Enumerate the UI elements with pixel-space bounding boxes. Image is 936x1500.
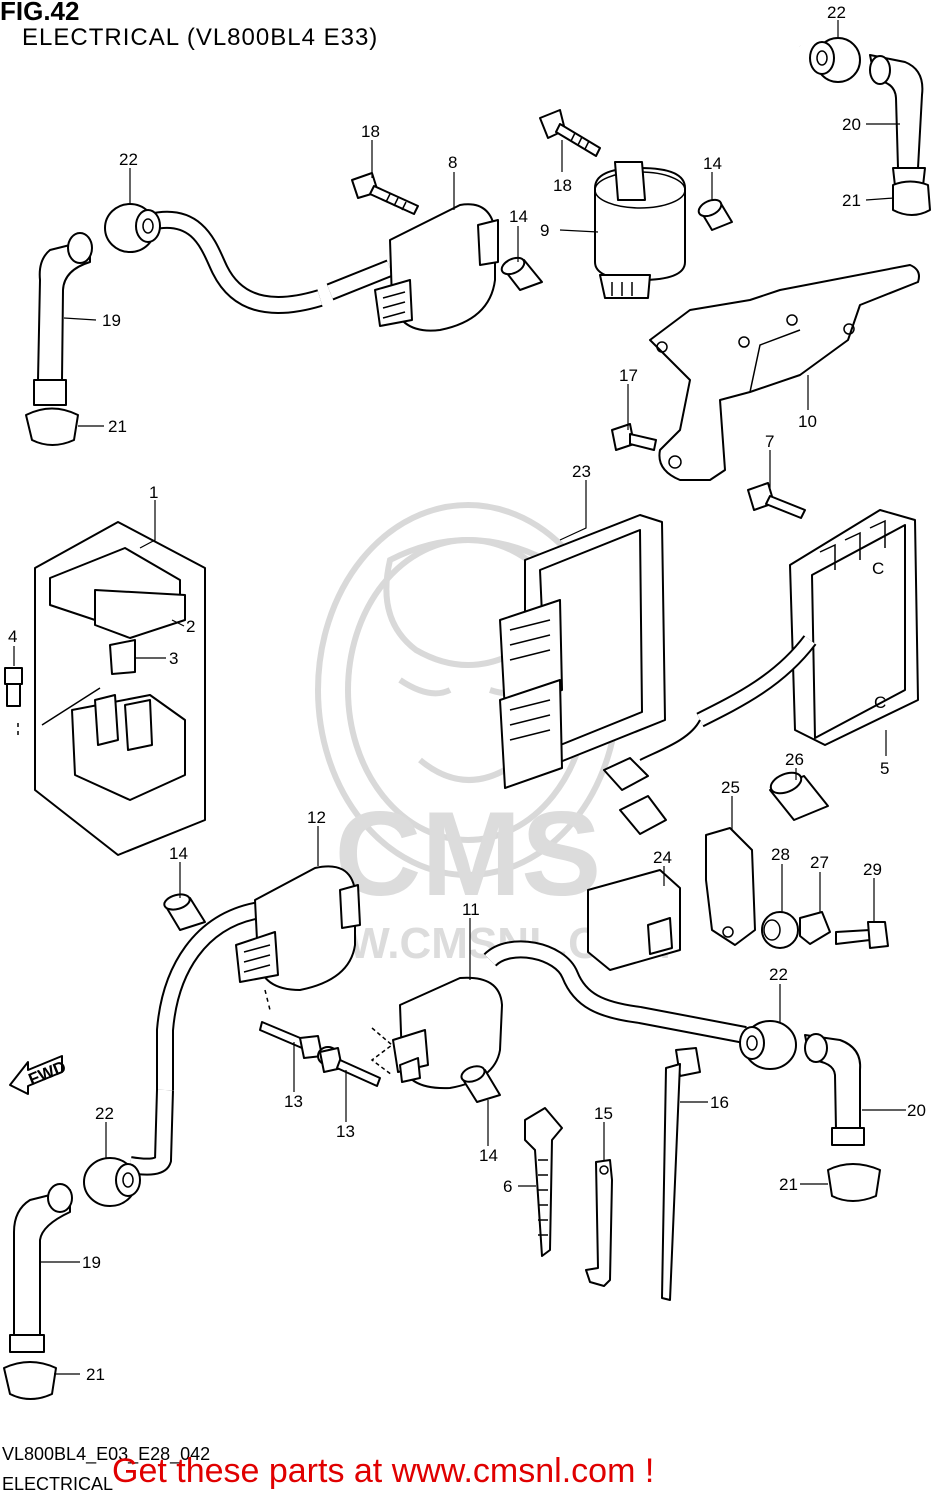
clamp-15 [585,1159,613,1287]
callout: 2 [186,617,195,636]
bolt-13-b [319,1047,381,1087]
callout: 12 [307,808,326,827]
bolt-29 [835,921,889,949]
ignition-coil-12 [128,865,361,1176]
bolt-17 [611,423,657,451]
callout: 22 [95,1104,114,1123]
callout: 14 [479,1146,498,1165]
callout: 5 [880,759,889,778]
screw-4 [4,667,23,707]
callout: 3 [169,649,178,668]
forward-direction-arrow: FWD [9,1055,69,1095]
callout: 21 [842,191,861,210]
callout: 4 [8,627,17,646]
clamp-6 [524,1107,563,1257]
ecm-23 [499,514,666,789]
callout: 20 [907,1101,926,1120]
rectifier-regulator-5: C C [603,509,919,835]
callout: 19 [102,311,121,330]
top-right-plug-cap-group [654,27,931,216]
callout: 21 [86,1365,105,1384]
callout-labels: 22 18 8 14 9 18 14 20 22 21 19 21 17 10 … [8,3,926,1384]
clamp-16 [661,1047,701,1301]
washer-28 [761,911,799,949]
callout: 17 [619,366,638,385]
callout: 8 [448,153,457,172]
svg-text:C: C [874,693,886,712]
callout: 19 [82,1253,101,1272]
watermark-brand: CMS [335,787,602,921]
collar-26 [769,771,829,821]
callout: 1 [149,483,158,502]
leader-lines [13,20,906,1375]
ignition-coil-8 [374,203,499,332]
get-parts-link[interactable]: Get these parts at www.cmsnl.com ! [112,1452,655,1490]
callout: 9 [540,221,549,240]
callout: 10 [798,412,817,431]
callout: 21 [779,1175,798,1194]
fwd-label: FWD [26,1057,69,1089]
connector-24 [587,869,681,971]
bracket-10 [649,264,920,481]
callout: 28 [771,845,790,864]
section-name: ELECTRICAL [2,1474,114,1494]
ignition-coil-9 [594,161,686,299]
bolt-18-right [539,109,601,157]
bolt-18-left [351,172,419,215]
ignition-coil-11 [370,940,747,1090]
top-left-plug-cap-group [25,203,394,446]
collar-14-mid-left [163,893,206,931]
figure-title: ELECTRICAL (VL800BL4 E33) [22,24,379,51]
starter-relay-assy-1 [17,521,206,856]
callout: 6 [503,1177,512,1196]
callout: 26 [785,750,804,769]
callout: 25 [721,778,740,797]
callout: 14 [703,154,722,173]
callout: 14 [169,844,188,863]
callout: 14 [509,207,528,226]
callout: 7 [765,432,774,451]
washer-27 [799,911,831,945]
figure-number: FIG.42 [0,0,80,26]
callout: 23 [572,462,591,481]
callout: 13 [284,1092,303,1111]
callout: 16 [710,1093,729,1112]
bolt-7 [747,482,806,519]
diagram-code: VL800BL4_E03_E28_042 [2,1444,211,1464]
svg-text:C: C [872,559,884,578]
callout: 20 [842,115,861,134]
callout: 29 [863,860,882,879]
callout: 22 [119,150,138,169]
callout: 18 [553,176,572,195]
callout: 24 [653,848,672,867]
collar-14-top [500,256,543,291]
callout: 18 [361,122,380,141]
callout: 13 [336,1122,355,1141]
bottom-right-plug-cap-group [739,1020,881,1202]
callout: 11 [462,900,480,919]
callout: 21 [108,417,127,436]
bottom-left-plug-cap-group [3,1157,141,1400]
callout: 27 [810,853,829,872]
collar-14-top-right [697,198,733,231]
callout: 22 [827,3,846,22]
collar-14-bottom [460,1065,501,1103]
callout: 22 [769,965,788,984]
bracket-25 [705,827,756,946]
callout: 15 [594,1104,613,1123]
